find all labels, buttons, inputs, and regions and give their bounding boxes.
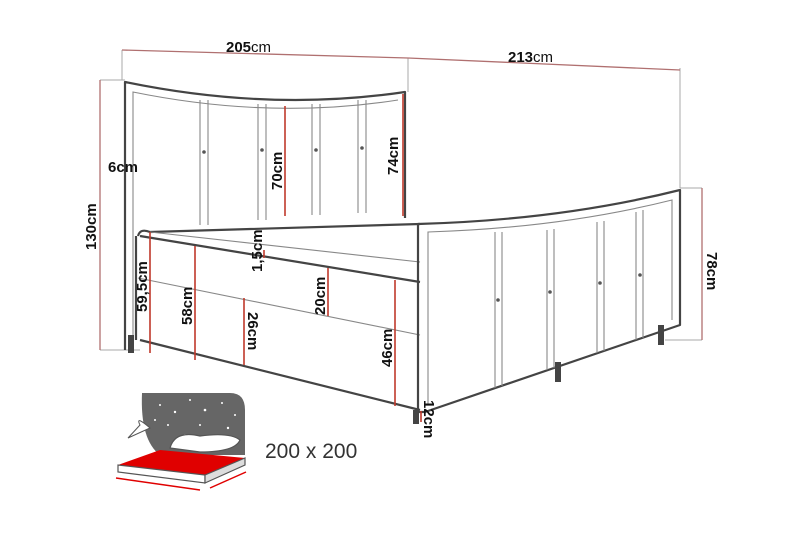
length-label: 205cm [226, 39, 271, 56]
mattress-size-label: 200 x 200 [265, 440, 357, 463]
length-dimension-line [121, 49, 409, 59]
headboard-side-label: 74cm [385, 137, 402, 175]
headboard-visible-label: 70cm [269, 152, 286, 190]
footboard-height-label: 78cm [703, 252, 720, 290]
side-height-label: 59,5cm [134, 261, 151, 312]
total-height-label: 130cm [83, 203, 100, 250]
footboard [413, 188, 682, 424]
bed-base [128, 222, 664, 412]
width-label: 213cm [508, 49, 553, 66]
dimension-guides [99, 49, 703, 351]
measurement-lines [149, 94, 422, 422]
headboard-top-label: 6cm [108, 159, 138, 176]
lower-base-label: 26cm [244, 312, 261, 350]
footboard-base-label: 46cm [379, 329, 396, 367]
mattress-size-icon [115, 393, 247, 491]
topper-label: 1,5cm [249, 229, 266, 272]
headboard [123, 80, 407, 350]
mattress-label: 20cm [312, 277, 329, 315]
width-dimension-line [407, 57, 681, 71]
base-height-label: 58cm [179, 287, 196, 325]
legs-label: 12cm [420, 400, 437, 438]
